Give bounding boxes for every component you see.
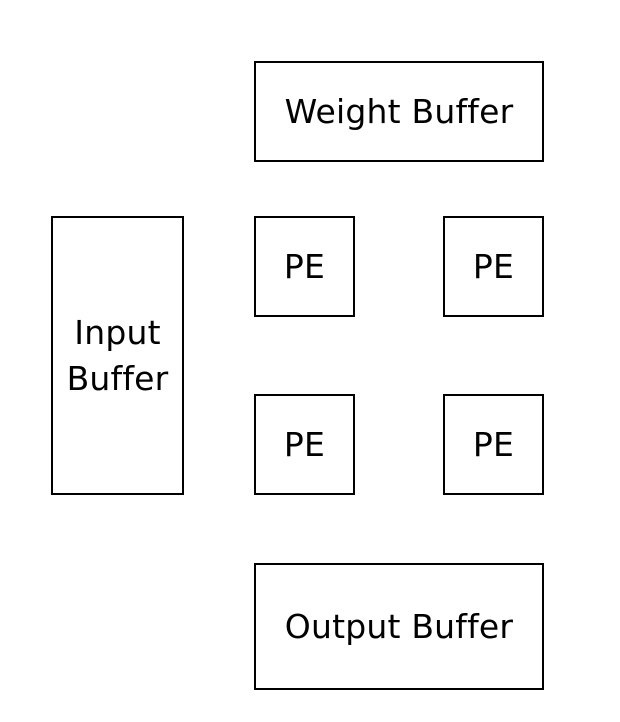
input-buffer-box: Input Buffer <box>51 216 184 495</box>
pe-box-top-left: PE <box>254 216 355 317</box>
pe-label: PE <box>283 246 326 286</box>
output-buffer-box: Output Buffer <box>254 563 544 690</box>
input-buffer-label-line-2: Buffer <box>66 358 169 398</box>
output-buffer-label: Output Buffer <box>284 606 514 646</box>
pe-label: PE <box>283 424 326 464</box>
pe-box-top-right: PE <box>443 216 544 317</box>
input-buffer-label-line-1: Input <box>74 312 161 352</box>
pe-label: PE <box>472 246 515 286</box>
pe-label: PE <box>472 424 515 464</box>
input-buffer-label: Input Buffer <box>67 310 169 402</box>
weight-buffer-box: Weight Buffer <box>254 61 544 162</box>
weight-buffer-label: Weight Buffer <box>284 91 514 131</box>
pe-box-bottom-left: PE <box>254 394 355 495</box>
pe-box-bottom-right: PE <box>443 394 544 495</box>
